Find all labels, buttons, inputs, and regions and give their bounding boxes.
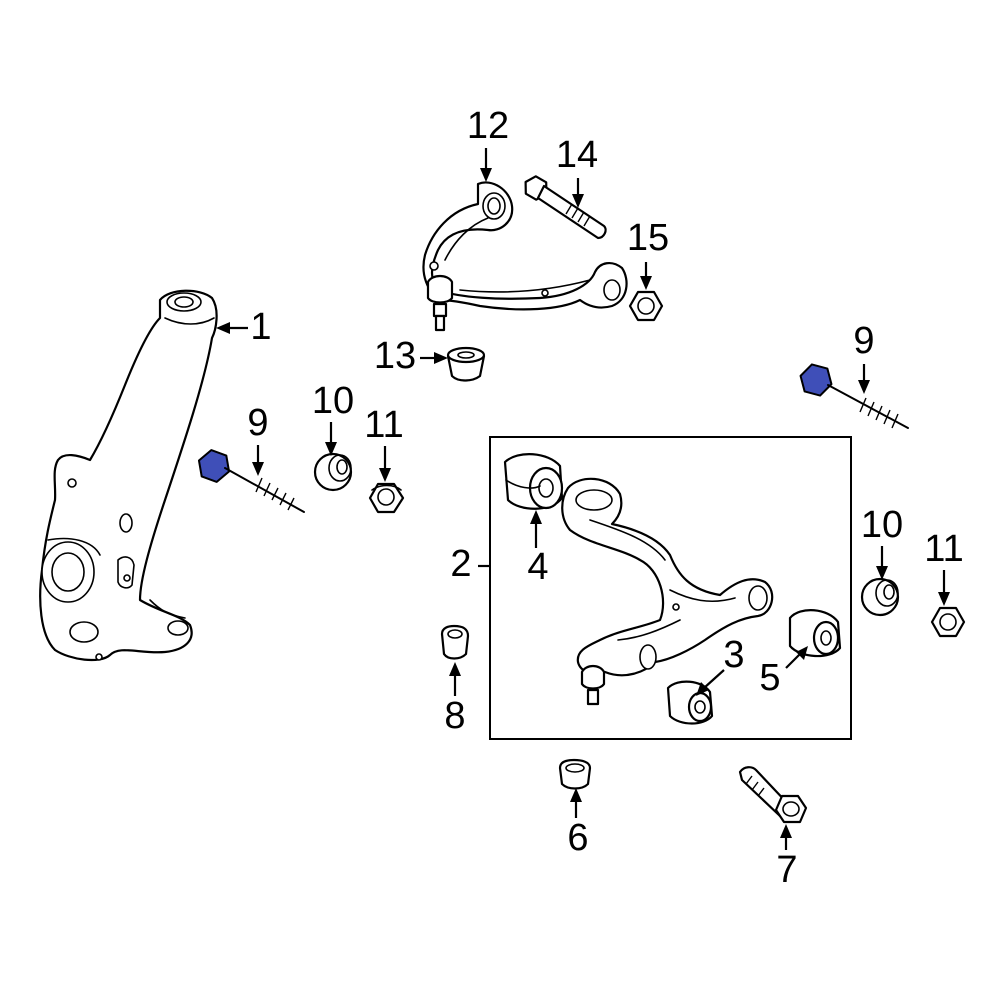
assembly-2-frame — [489, 436, 852, 740]
nut-11-left — [368, 482, 405, 514]
callout-12: 12 — [467, 105, 509, 147]
callout-15: 15 — [627, 217, 669, 259]
callout-10-right: 10 — [861, 504, 903, 546]
callout-7: 7 — [776, 849, 797, 891]
nut-11-right — [930, 606, 966, 638]
bolt-14 — [524, 175, 607, 240]
bolt-9-left-shank — [224, 467, 305, 513]
nut-15 — [628, 290, 664, 322]
callout-13: 13 — [374, 335, 416, 377]
callout-4: 4 — [527, 546, 548, 588]
leader-lines — [216, 148, 950, 850]
bolt-9-left-head — [197, 449, 231, 483]
callout-14: 14 — [556, 134, 598, 176]
callout-9-right: 9 — [853, 320, 874, 362]
nut-6 — [558, 758, 592, 790]
bushing-5 — [788, 609, 842, 658]
callout-2: 2 — [450, 543, 471, 585]
callout-3: 3 — [723, 634, 744, 676]
washer-10-left — [313, 452, 353, 492]
bushing-4 — [503, 453, 564, 510]
lower-control-arm — [561, 477, 774, 706]
callout-9-left: 9 — [247, 402, 268, 444]
bolt-9-right-head — [799, 363, 833, 397]
bolt-9-right — [799, 363, 909, 429]
washer-10-right — [860, 577, 900, 617]
bolt-9-left — [197, 449, 305, 513]
bolt-9-right-shank — [827, 384, 909, 429]
callout-5: 5 — [759, 657, 780, 699]
callout-11-left: 11 — [364, 404, 403, 446]
callout-11-right: 11 — [924, 528, 963, 570]
callout-10-left: 10 — [312, 380, 354, 422]
bushing-13 — [446, 346, 486, 382]
callout-6: 6 — [567, 817, 588, 859]
bolt-7 — [738, 766, 808, 824]
steering-knuckle — [39, 289, 218, 662]
callout-8: 8 — [444, 695, 465, 737]
upper-control-arm — [422, 181, 628, 332]
callout-1: 1 — [250, 306, 271, 348]
callout-labels: 1 2 3 4 5 6 7 8 9 9 10 10 11 11 12 13 14… — [247, 105, 963, 891]
nut-8 — [440, 624, 470, 660]
